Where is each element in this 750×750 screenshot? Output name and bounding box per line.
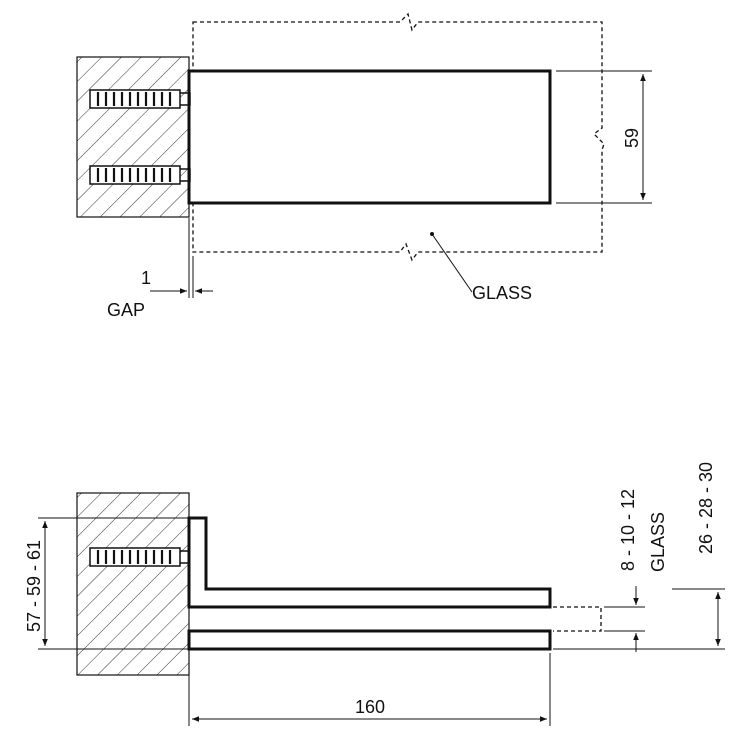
bracket-lower-clamp [187, 629, 552, 651]
anchor-screw-1 [89, 89, 191, 109]
side-view: 57 - 59 - 61 160 8 - 10 - 12 GLASS 26 - … [24, 462, 725, 726]
glass-callout-label: GLASS [472, 283, 532, 303]
dimension-glass-thickness: 8 - 10 - 12 GLASS [604, 489, 668, 652]
wall-section-top [76, 56, 190, 218]
dimension-160: 160 [188, 653, 551, 726]
wall-range-label: 57 - 59 - 61 [24, 540, 44, 632]
dimension-gap: 1 GAP [107, 218, 213, 320]
dimension-59-label: 59 [622, 128, 642, 148]
glass-thickness-word: GLASS [648, 512, 668, 572]
length-label: 160 [355, 697, 385, 717]
dimension-wall-range: 57 - 59 - 61 [24, 517, 189, 650]
gap-value-label: 1 [141, 268, 151, 288]
bracket-l-profile [187, 516, 552, 609]
glass-callout: GLASS [430, 232, 532, 303]
anchor-screw-side [89, 547, 190, 567]
glass-edge-side [553, 606, 602, 632]
wall-section-side [76, 492, 190, 676]
anchor-screw-2 [89, 165, 191, 185]
dimension-59: 59 [556, 70, 652, 204]
top-view: 59 1 GAP GLASS [76, 12, 652, 320]
bracket-plate-top [187, 69, 552, 205]
glass-thickness-label: 8 - 10 - 12 [618, 489, 638, 571]
gap-label: GAP [107, 300, 145, 320]
total-range-label: 26 - 28 - 30 [696, 462, 716, 554]
dimension-total-range: 26 - 28 - 30 [553, 462, 725, 650]
